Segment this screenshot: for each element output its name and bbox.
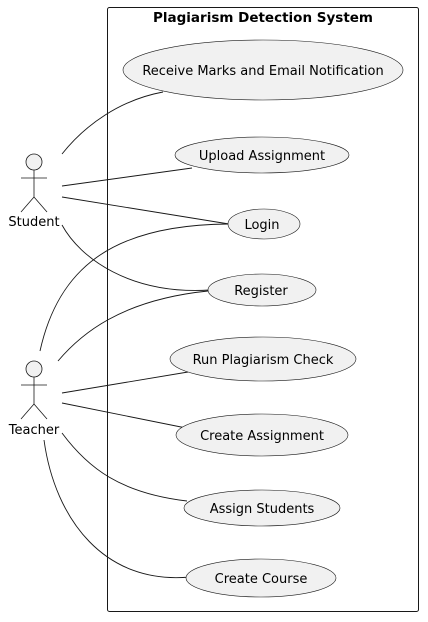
actor-student: Student [8,153,60,230]
use-case-register: Register [207,273,317,307]
association-student-register [61,224,211,291]
use-case-create-course-shape [185,558,337,598]
association-student-receive-marks [61,91,164,155]
system-title: Plagiarism Detection System [153,10,373,26]
association-student-upload-assignment [61,167,193,187]
use-case-create-course-label: Create Course [215,572,308,587]
association-teacher-create-course [43,439,191,579]
use-case-create-assignment-shape [175,413,349,457]
association-teacher-create-assignment [61,402,187,429]
use-case-receive-marks: Receive Marks and Email Notification [122,39,404,101]
use-case-login-shape [227,208,301,240]
use-case-login: Login [227,208,301,240]
actor-student-icon [20,153,48,213]
association-teacher-assign-students [61,432,188,502]
associations [39,91,230,579]
actor-teacher: Teacher [8,360,60,438]
association-teacher-run-plagiarism-check [61,371,189,394]
association-student-login [61,196,230,225]
use-case-assign-students-label: Assign Students [210,502,315,517]
actor-teacher-icon [20,360,48,420]
actor-teacher-label: Teacher [8,423,60,438]
use-case-run-plagiarism-check-shape [169,336,357,382]
use-case-run-plagiarism-check-label: Run Plagiarism Check [193,353,334,368]
use-case-assign-students: Assign Students [183,489,341,527]
use-case-create-assignment-label: Create Assignment [200,429,324,444]
use-case-receive-marks-shape [122,39,404,101]
use-case-upload-assignment-label: Upload Assignment [199,149,325,164]
use-case-create-course: Create Course [185,558,337,598]
association-teacher-login [39,223,229,352]
use-case-upload-assignment-shape [174,136,350,174]
use-case-register-label: Register [234,284,288,299]
actor-student-label: Student [8,215,59,230]
use-case-upload-assignment: Upload Assignment [174,136,350,174]
use-case-assign-students-shape [183,489,341,527]
use-case-receive-marks-label: Receive Marks and Email Notification [142,64,383,79]
association-teacher-register [57,290,209,362]
use-case-register-shape [207,273,317,307]
use-case-login-label: Login [244,218,279,233]
use-case-run-plagiarism-check: Run Plagiarism Check [169,336,357,382]
use-case-create-assignment: Create Assignment [175,413,349,457]
